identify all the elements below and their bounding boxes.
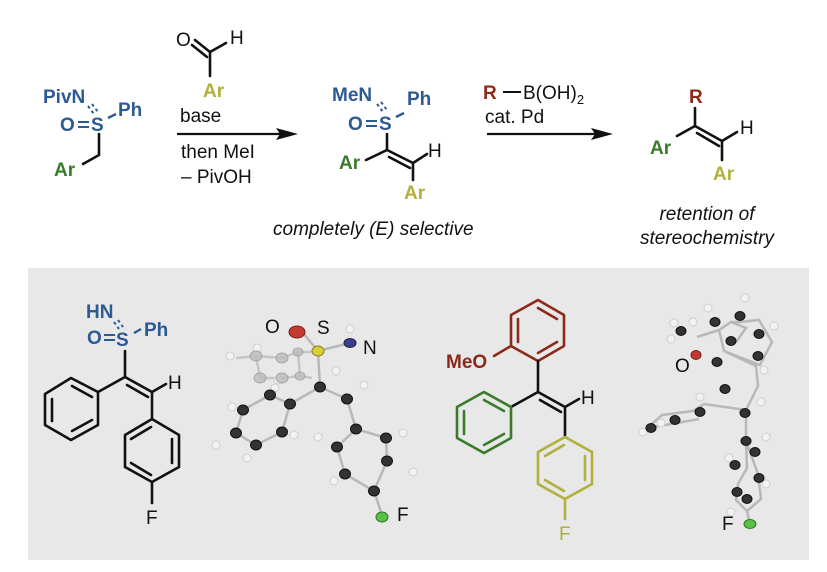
crystal2-label-o: O [675,356,690,377]
prod-h: H [740,118,754,139]
example-alkene-structure: MeO H F [446,298,595,545]
int-ph: Ph [407,89,431,110]
ex1-phenyl-ring [43,376,100,442]
intermediate-vinyl-sulfoximine: MeN O S Ph Ar H Ar completely (E) select… [273,85,474,240]
caption-retention-1: retention of [659,204,756,225]
atom-fluorine-2 [743,519,757,529]
aldehyde-reagent: O H Ar [176,28,244,102]
start-material: PivN O S Ph Ar [43,87,142,181]
arrow-head-icon [591,128,613,140]
aldehyde-o: O [176,30,191,51]
start-sph-bond [107,112,117,120]
atom-oxygen-2 [690,350,702,360]
step2-arrow: R B(OH)2 cat. Pd [483,83,613,140]
cond-then-mei: then MeI [181,142,255,163]
crystal1-label-n: N [363,338,377,359]
atom-oxygen-1 [288,325,306,339]
boronic-sub: 2 [577,92,584,107]
ex1-s: S [116,330,129,351]
step1-arrow: base then MeI – PivOH [177,106,298,188]
ex2-h: H [581,388,595,409]
start-s: S [91,115,104,136]
start-o: O [60,115,75,136]
svg-text:B(OH)2: B(OH)2 [523,83,584,107]
aldehyde-ar: Ar [203,81,225,102]
start-ch2-bond [81,132,101,166]
ex1-ph: Ph [144,320,168,341]
ex1-n-group: HN [86,302,113,323]
ex1-h: H [168,373,182,394]
ex1-o: O [87,328,102,349]
prod-ar-left: Ar [650,138,672,159]
aldehyde-h: H [230,28,244,49]
example-sulfoximine-structure: HN O S Ph H F [43,302,182,529]
int-h: H [428,141,442,162]
crystal1-label-s: S [317,318,330,339]
caption-retention-2: stereochemistry [640,228,776,249]
prod-ar-bottom: Ar [713,164,735,185]
ex2-phenyl-ring [455,390,513,455]
int-ar-bottom: Ar [404,183,426,204]
start-n-group: PivN [43,87,85,108]
prod-r: R [689,87,703,108]
cond-pivoh: – PivOH [181,167,252,188]
cond-base: base [180,106,221,127]
product-trisubstituted-alkene: R Ar H Ar retention of stereochemistry [640,87,776,249]
crystal1-label-f: F [397,505,409,526]
start-ph: Ph [118,100,142,121]
start-ar: Ar [54,160,76,181]
ex1-f: F [146,508,158,529]
atom-fluorine-1 [375,511,389,523]
int-s: S [379,114,392,135]
cond-cat-pd: cat. Pd [485,107,544,128]
ex2-f: F [559,524,571,545]
crystal-structure-1: O S N F [211,317,418,526]
start-sn-bond [87,105,95,115]
ex2-meo: MeO [446,352,487,373]
crystal2-label-f: F [722,514,734,535]
boronic-b: B(OH) [523,83,577,104]
crystal-structure-2: O F [638,293,779,535]
crystal1-label-o: O [265,317,280,338]
int-n-group: MeN [332,85,372,106]
caption-e-selective: completely (E) selective [273,219,474,240]
arrow-head-icon [276,128,298,140]
atom-nitrogen [343,338,357,348]
int-o: O [348,114,363,135]
int-ar-left: Ar [339,153,361,174]
atom-sulfur [311,345,325,357]
boronic-r: R [483,83,497,104]
